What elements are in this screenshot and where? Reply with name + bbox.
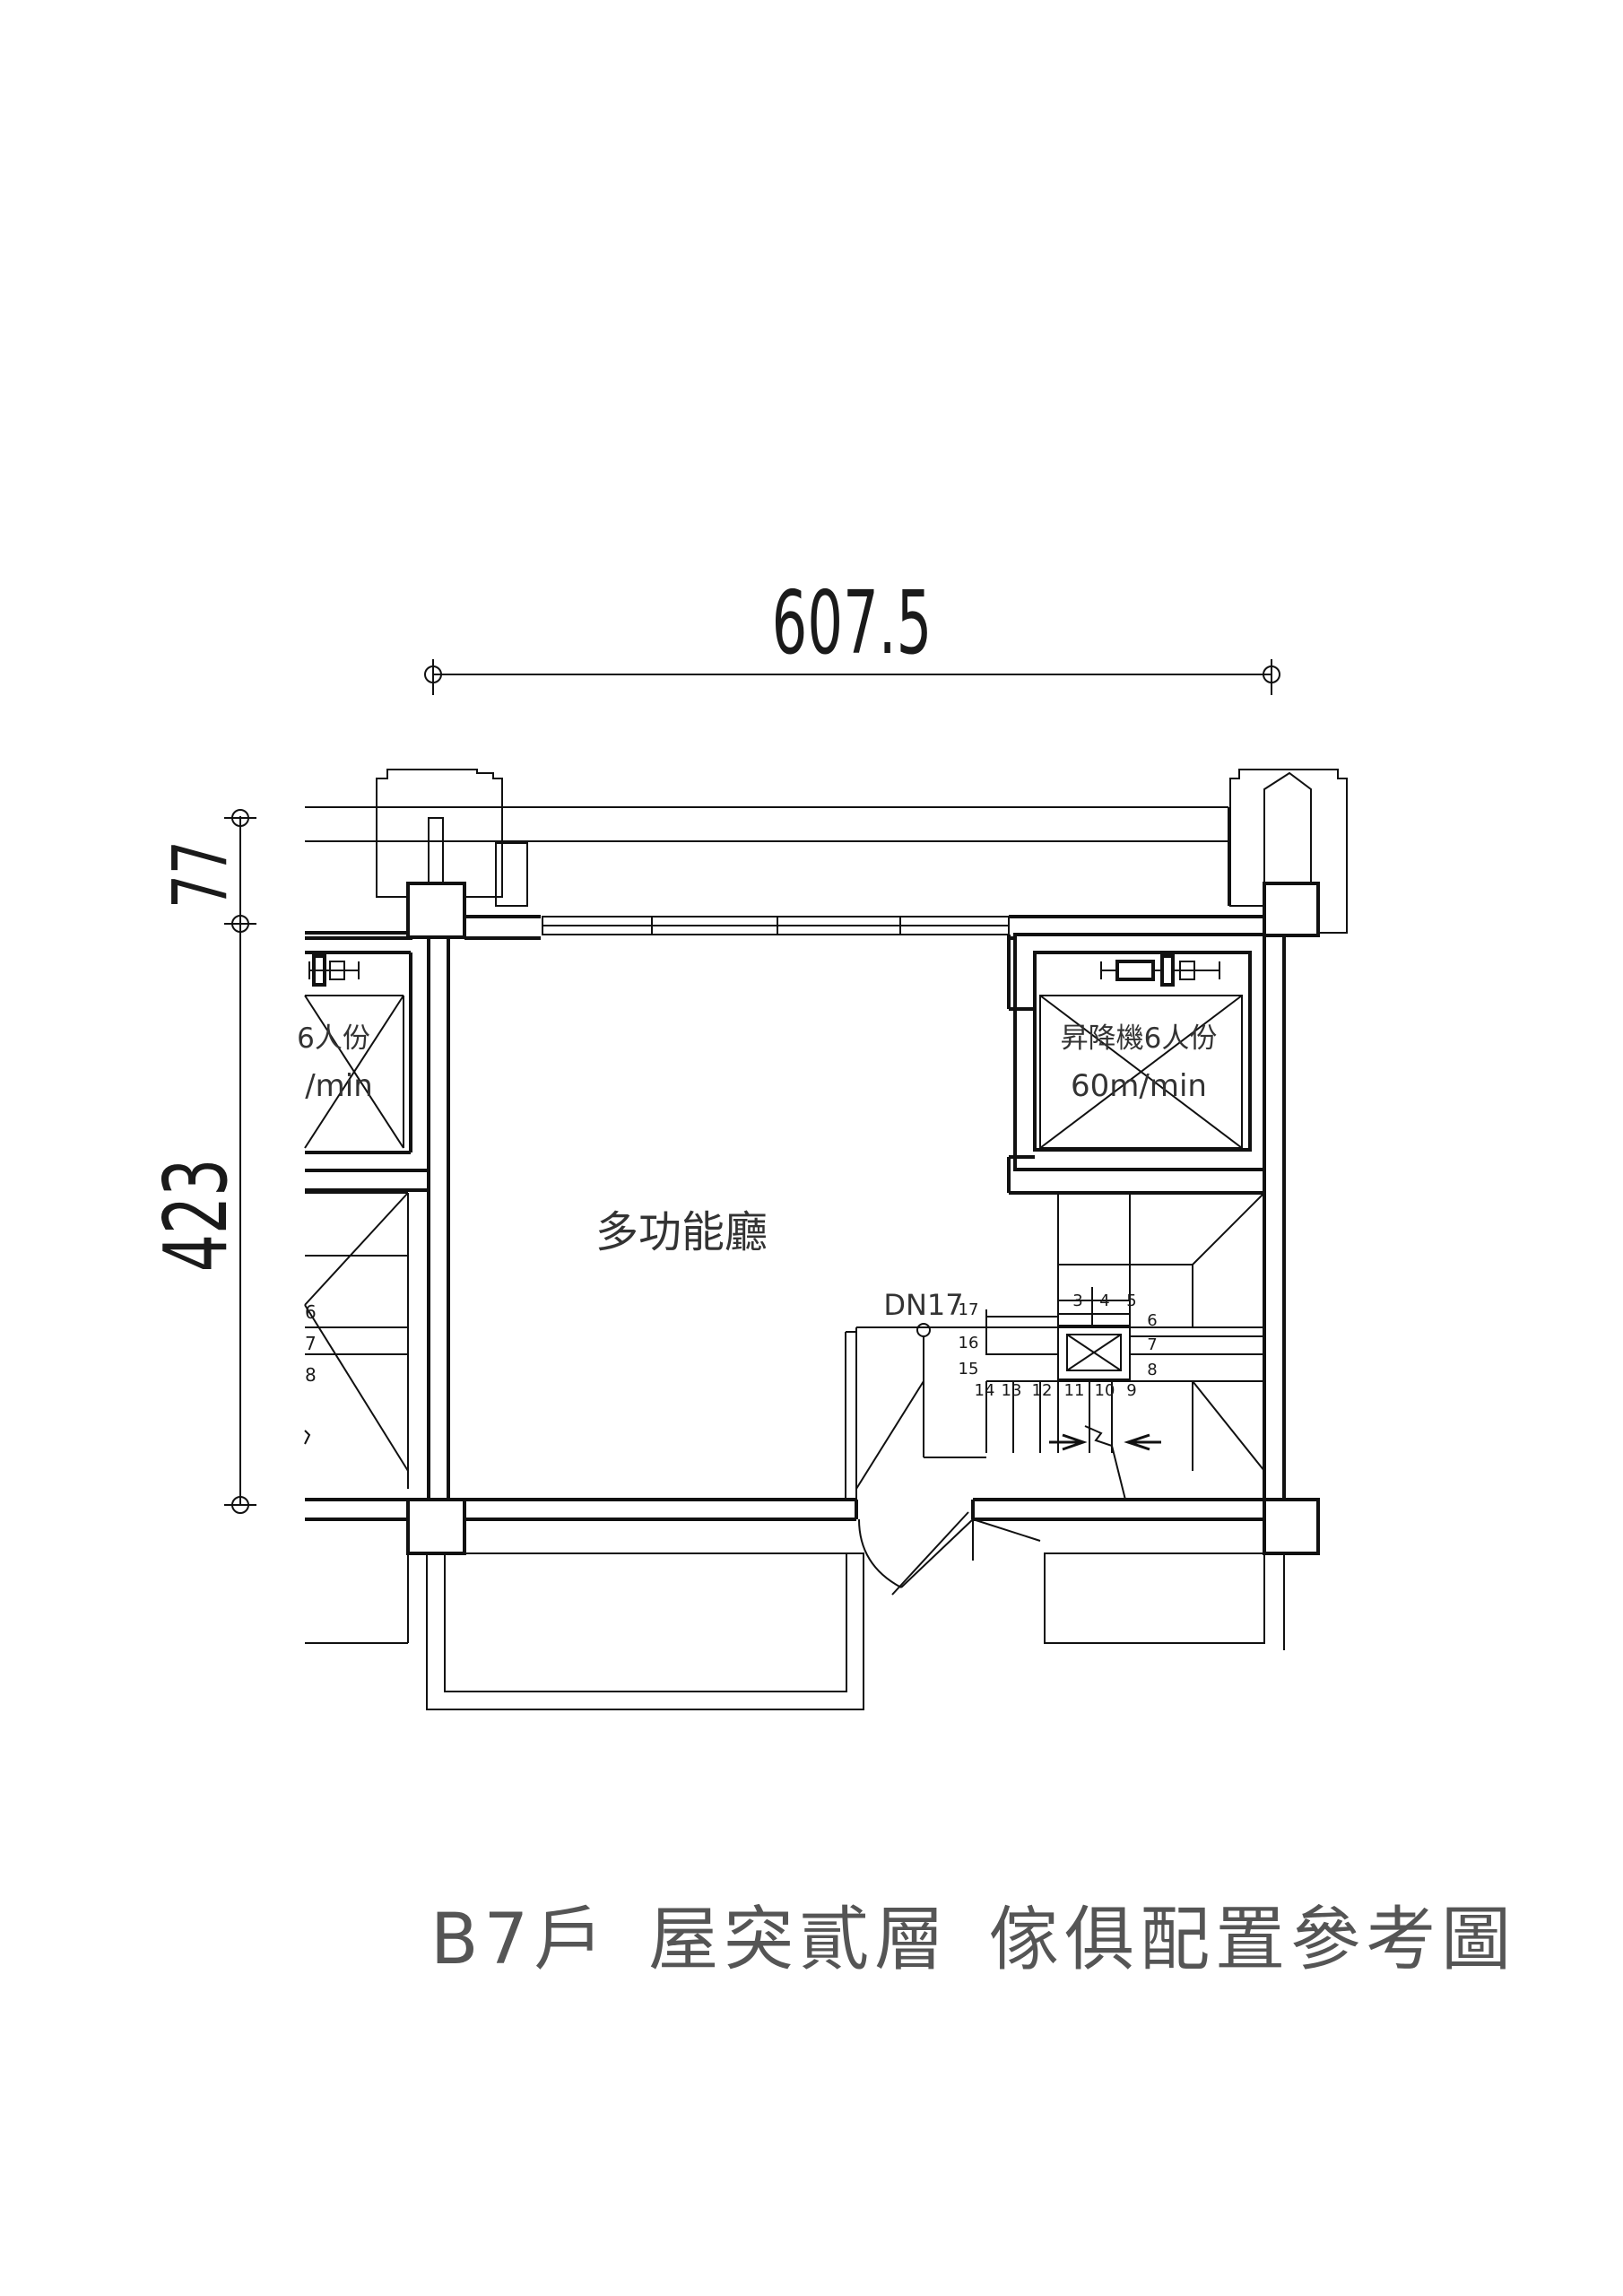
right-lower-outline bbox=[1044, 1552, 1285, 1650]
stair-step-number: 13 bbox=[1002, 1381, 1022, 1400]
height-top-label: 77 bbox=[157, 840, 245, 909]
stair-left-step: 8 bbox=[305, 1364, 317, 1386]
main-hall-label: 多功能廳 bbox=[595, 1207, 768, 1257]
walls bbox=[305, 915, 1286, 1521]
elevator-right-capacity: 昇降機6人份 bbox=[1061, 1022, 1218, 1055]
caption-unit: B7戶 bbox=[430, 1900, 610, 1980]
caption-floor: 屋突貳層 bbox=[648, 1900, 950, 1980]
height-dimension: 77 423 bbox=[145, 809, 256, 1514]
height-main-label: 423 bbox=[145, 1159, 247, 1273]
elevator-right: 昇降機6人份 60m/min bbox=[1007, 933, 1266, 1195]
stair-step-number: 9 bbox=[1126, 1381, 1136, 1400]
stair-step-number: 8 bbox=[1147, 1361, 1157, 1379]
stair-step-number: 14 bbox=[975, 1381, 995, 1400]
elevator-left-speed: /min bbox=[305, 1068, 373, 1104]
stair-step-number: 16 bbox=[959, 1334, 979, 1352]
stair-left: 6 7 8 bbox=[304, 1192, 409, 1489]
bottom-balcony bbox=[426, 1552, 864, 1710]
width-dimension-label: 607.5 bbox=[772, 573, 933, 674]
stair-step-number: 5 bbox=[1126, 1292, 1136, 1310]
stair-step-number: 17 bbox=[959, 1300, 979, 1319]
stair-step-number: 11 bbox=[1064, 1381, 1085, 1400]
stair-dn-label: DN17 bbox=[883, 1288, 963, 1322]
width-dimension: 607.5 bbox=[424, 573, 1280, 695]
elevator-left: 6人份 /min bbox=[297, 951, 412, 1154]
columns bbox=[406, 882, 1320, 1555]
stair-left-step: 7 bbox=[305, 1333, 317, 1354]
drawing-caption: B7戶屋突貳層傢俱配置參考圖 bbox=[430, 1883, 1511, 1982]
top-window bbox=[542, 916, 1010, 935]
stair-step-number: 3 bbox=[1072, 1292, 1082, 1310]
elevator-right-speed: 60m/min bbox=[1071, 1068, 1207, 1104]
stair-main: DN17 3 4 5 6 7 8 17 16 15 14 13 12 11 10… bbox=[845, 1192, 1265, 1500]
stair-step-number: 10 bbox=[1095, 1381, 1115, 1400]
elevator-left-capacity: 6人份 bbox=[297, 1022, 370, 1055]
stair-step-number: 7 bbox=[1147, 1335, 1157, 1354]
stair-step-number: 4 bbox=[1099, 1292, 1109, 1310]
left-lower-outline bbox=[305, 1553, 409, 1644]
stair-step-number: 12 bbox=[1032, 1381, 1053, 1400]
stair-step-number: 6 bbox=[1147, 1311, 1157, 1330]
entry-door bbox=[858, 1511, 1041, 1596]
caption-title: 傢俱配置參考圖 bbox=[989, 1900, 1517, 1980]
stair-left-step: 6 bbox=[305, 1301, 317, 1323]
elevator-counterweight-icon bbox=[1100, 954, 1220, 987]
elevator-left-counterweight-icon bbox=[308, 954, 360, 987]
top-roof-edge bbox=[305, 769, 1348, 934]
stair-step-number: 15 bbox=[959, 1360, 979, 1378]
